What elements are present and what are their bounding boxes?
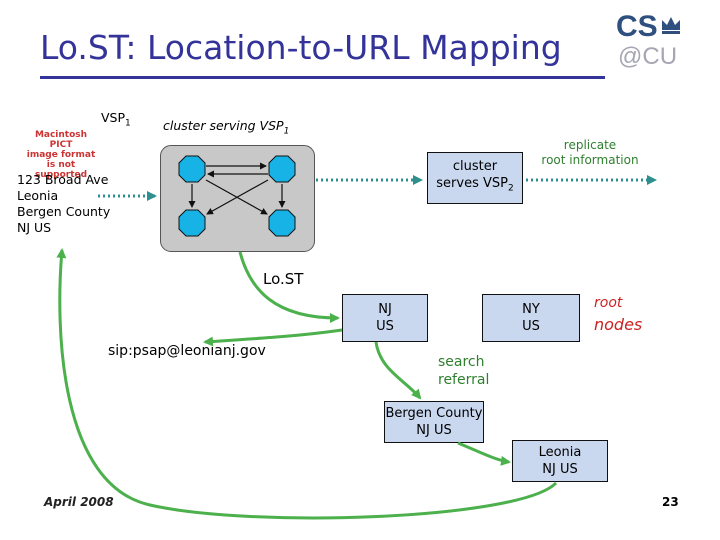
address-county: Bergen County [17,204,111,219]
cluster-serving-sub: 1 [283,126,290,137]
address-street: 123 Broad Ave [17,172,109,187]
node-leonia: Leonia NJ US [512,440,608,482]
root-node-nj-line1: NJ [378,302,392,317]
green-arrow-nj-to-bergen [374,341,422,400]
node-bergen-line1: Bergen County [385,406,483,421]
root-nodes-label: root nodes [594,292,642,336]
logo-cu-text: @CU [618,43,677,68]
caller-address: 123 Broad Ave Leonia Bergen County NJ US [17,172,110,236]
search-referral-label: search referral [438,353,489,389]
pict-image-placeholder: Macintosh PICT image format is not suppo… [24,130,98,180]
title-underline [40,76,605,79]
cluster-serving-label: cluster serving VSP1 [163,118,289,140]
node-leonia-line2: NJ US [542,462,578,477]
pict-line-2: image format [26,150,96,160]
node-leonia-line1: Leonia [538,445,582,460]
vsp1-label-main: VSP [101,110,126,125]
cluster-serves-vsp2-box: cluster serves VSP2 [427,152,523,204]
root-nodes-line1: root [594,295,623,311]
cluster-mesh-arrows [188,162,286,215]
root-node-nj-line2: US [376,319,394,334]
node-bergen-line2: NJ US [416,423,452,438]
vsp1-label: VSP1 [101,110,131,132]
cluster-serving-main: cluster serving VSP [163,118,284,133]
cluster-serves-line2: serves VSP2 [436,175,513,198]
pict-line-3: is not supported [34,160,88,180]
cluster-serves-line1: cluster [452,159,498,175]
server-octagon-top-right [268,155,296,183]
green-arrow-bergen-to-leonia [457,441,511,466]
root-node-nj: NJ US [342,294,428,342]
search-referral-line2: referral [438,372,490,388]
root-node-ny: NY US [482,294,580,342]
replicate-line-1: replicate [563,138,617,152]
replicate-root-info-label: replicate root information [540,138,640,168]
page-title: Lo.ST: Location-to-URL Mapping [40,28,562,67]
server-octagon-top-left [178,155,206,183]
cluster-serves-line2-sub: 2 [507,183,514,194]
cluster-serves-line2-main: serves VSP [436,176,508,192]
cluster-server-octagons [178,155,296,237]
root-nodes-line2: nodes [594,315,643,334]
green-arrow-cluster-to-nj [238,251,340,323]
server-octagon-bottom-right [268,209,296,237]
server-octagon-bottom-left [178,209,206,237]
green-arrow-nj-to-sip [203,328,343,347]
logo-cs-text: CS [616,10,658,43]
page-number: 23 [662,495,679,509]
pict-line-1: Macintosh PICT [34,130,88,150]
green-arrow-leonia-return [56,248,558,520]
columbia-cs-logo: CS @CU [612,8,686,70]
crown-icon [662,17,680,34]
node-bergen-county: Bergen County NJ US [384,401,484,443]
sip-uri: sip:psap@leonianj.gov [108,343,266,359]
address-state: NJ US [17,220,52,235]
vsp1-label-sub: 1 [125,118,131,129]
address-city: Leonia [17,188,59,203]
search-referral-line1: search [438,354,485,370]
root-node-ny-line2: US [522,319,540,334]
footer-date: April 2008 [44,495,114,509]
lost-label: Lo.ST [263,270,304,288]
replicate-line-2: root information [541,153,639,167]
root-node-ny-line1: NY [522,302,540,317]
